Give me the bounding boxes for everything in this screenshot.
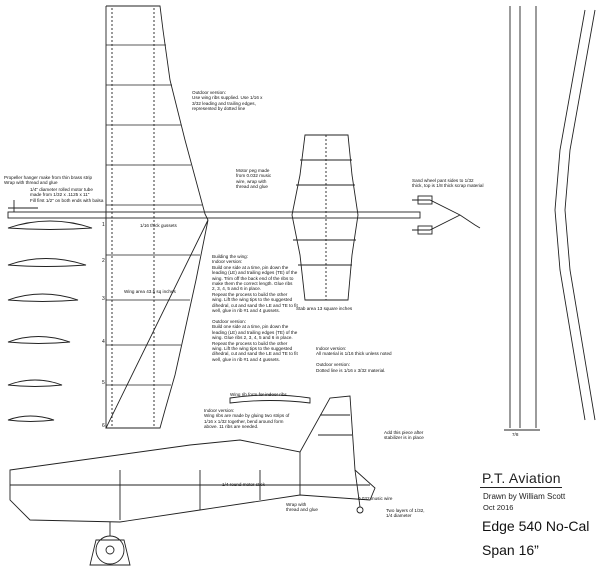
wing-plan <box>105 5 209 429</box>
motor-stick-plan <box>7 200 421 219</box>
note-wrap-thread: Wrap with thread and glue <box>286 502 318 513</box>
rib-number-3: 3 <box>102 296 105 302</box>
note-gussets: 1/16 thick gussets <box>140 223 177 228</box>
dimension-label: 7/8 <box>512 432 519 437</box>
span-label: Span 16” <box>482 542 539 558</box>
note-indoor-ribs: Indoor version: Wing ribs are made by gl… <box>204 408 290 430</box>
rib-number-4: 4 <box>102 339 105 345</box>
note-indoor-material: Indoor version: All material is 1/16 thi… <box>316 346 392 373</box>
note-wing-area: Wing area 43.5 sq inches <box>124 289 176 294</box>
note-music-wire: 0.032 music wire <box>358 496 393 501</box>
note-motor-peg: Motor peg made from 0.032 music wire, wr… <box>236 168 272 190</box>
rib-number-6: 6 <box>102 423 105 429</box>
model-name: Edge 540 No-Cal <box>482 518 590 534</box>
note-stab-area: Stab area 13 square inches <box>296 306 353 311</box>
note-two-layers: Two layers of 1/32, 1/4 diameter <box>386 508 425 519</box>
brand-underline <box>480 487 562 488</box>
date-label: Oct 2016 <box>483 503 514 512</box>
note-add-piece: Add this piece after stabilizer is in pl… <box>384 430 424 441</box>
brand-title: P.T. Aviation <box>482 470 561 486</box>
note-outdoor-ribs: Outdoor version: Use wing ribs supplied.… <box>192 90 263 112</box>
fuselage-side-view <box>9 395 376 566</box>
note-motor-stick: 1/4 round motor stick <box>222 482 265 487</box>
airfoil-sections <box>7 220 93 422</box>
note-wheel-pants: Sand wheel pant sides to 1/32 thick, top… <box>412 178 484 189</box>
rib-form-drawing <box>229 394 311 404</box>
rib-number-5: 5 <box>102 380 105 386</box>
dimension-strip <box>504 6 540 431</box>
drawn-by-label: Drawn by William Scott <box>483 492 566 501</box>
note-prop-hanger: Propeller hanger make from thin brass st… <box>4 175 93 186</box>
propeller-drawing <box>554 9 596 421</box>
note-building: Building the wing: Indoor version: Build… <box>212 254 298 362</box>
note-motor-tube: 1/4" diameter rolled motor tube made fro… <box>30 187 104 203</box>
wheel-pant-drawing <box>412 195 481 235</box>
rib-number-1: 1 <box>102 222 105 228</box>
stabilizer-plan <box>291 134 359 301</box>
note-rib-form: Wing rib form for indoor ribs <box>230 392 287 397</box>
rib-number-2: 2 <box>102 258 105 264</box>
